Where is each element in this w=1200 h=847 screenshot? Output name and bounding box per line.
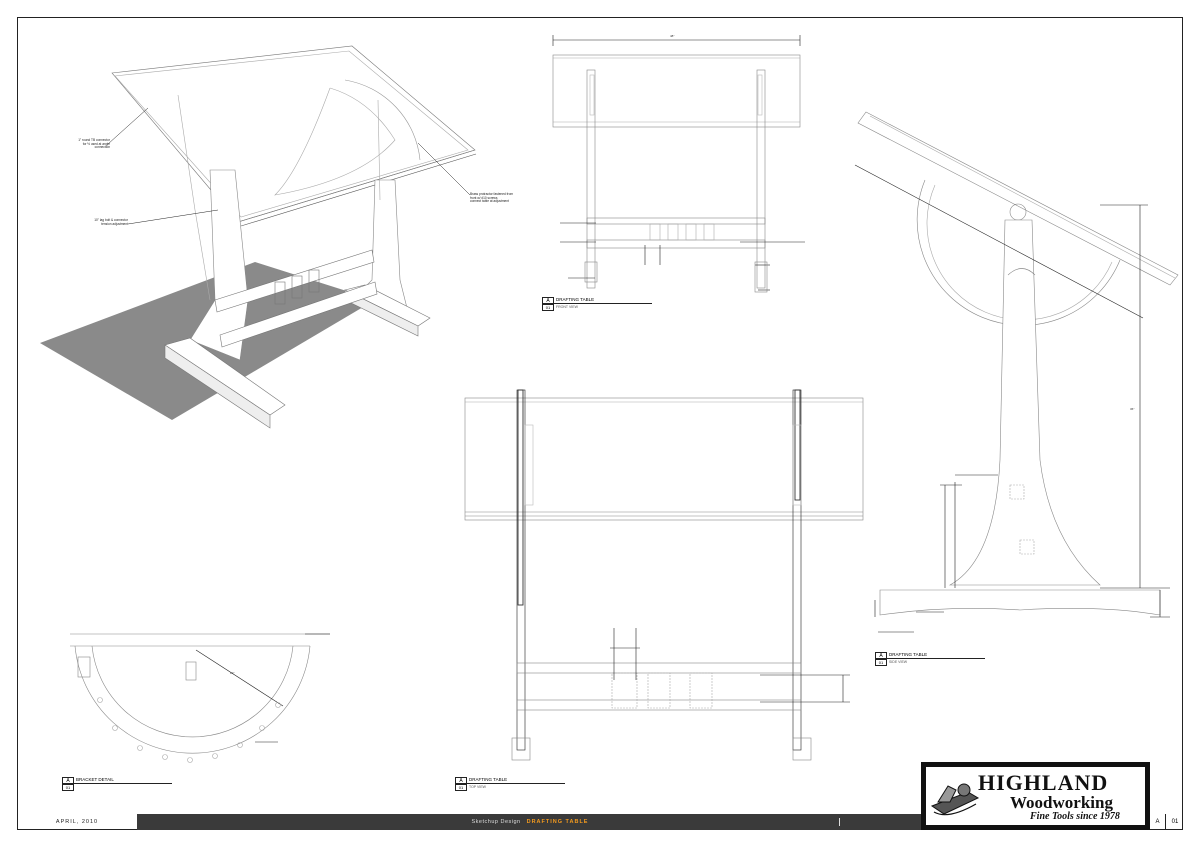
view-scale: FRONT VIEW: [556, 305, 578, 309]
annotation-lag-bolt: 10" lag bolt & connector tension adjustm…: [94, 218, 128, 226]
svg-text:48": 48": [670, 34, 674, 38]
svg-text:10": 10": [230, 671, 234, 675]
view-label-bracket: A 01 BRACKET DETAIL: [62, 777, 174, 791]
annotation-connector: 1" round TB connector for ½ used at angl…: [78, 138, 110, 150]
annotation-protractor: Brass protractor fastened from front w/ …: [470, 192, 514, 204]
project-prefix: Sketchup Design: [471, 819, 521, 825]
side-view: [854, 111, 1179, 633]
view-label-top: A 01 DRAFTING TABLE TOP VIEW: [455, 777, 567, 791]
view-title: BRACKET DETAIL: [76, 777, 114, 782]
view-title: DRAFTING TABLE: [556, 297, 595, 302]
logo-line2: Woodworking: [1010, 793, 1113, 812]
svg-text:36": 36": [1130, 407, 1134, 411]
title-block: APRIL, 2010 Sketchup Design DRAFTING TABL…: [17, 814, 1183, 830]
revision-cell: A: [1148, 814, 1166, 830]
project-name: DRAFTING TABLE: [526, 819, 589, 825]
highland-woodworking-logo: HIGHLAND Woodworking Fine Tools since 19…: [921, 762, 1150, 830]
front-view: [552, 35, 805, 293]
view-title: DRAFTING TABLE: [469, 777, 508, 782]
view-underline: [74, 783, 172, 784]
view-underline: [467, 783, 565, 784]
view-sheet-ref: 01: [62, 784, 74, 791]
view-underline: [887, 658, 985, 659]
top-view: [464, 389, 864, 761]
project-bar: Sketchup Design DRAFTING TABLE: [137, 814, 923, 830]
logo-tagline: Fine Tools since 1978: [1030, 811, 1120, 822]
view-number: A: [455, 777, 467, 784]
view-scale: TOP VIEW: [469, 785, 486, 789]
logo-line1: HIGHLAND: [978, 770, 1109, 795]
hand-plane-icon: [930, 783, 980, 816]
view-underline: [554, 303, 652, 304]
view-sheet-ref: 01: [455, 784, 467, 791]
project-title: Sketchup Design DRAFTING TABLE: [137, 814, 923, 830]
sheet-number-cell: 01: [1165, 814, 1184, 830]
view-title: DRAFTING TABLE: [889, 652, 928, 657]
logo-panel: HIGHLAND Woodworking Fine Tools since 19…: [926, 767, 1145, 825]
view-number: A: [62, 777, 74, 784]
view-label-side: A 01 DRAFTING TABLE SIDE VIEW: [875, 652, 987, 666]
view-scale: SIDE VIEW: [889, 660, 908, 664]
isometric-view: [40, 45, 477, 429]
view-sheet-ref: 01: [542, 304, 554, 311]
view-number: A: [542, 297, 554, 304]
view-label-front: A 01 DRAFTING TABLE FRONT VIEW: [542, 297, 654, 311]
view-sheet-ref: 01: [875, 659, 887, 666]
view-number: A: [875, 652, 887, 659]
drawing-date: APRIL, 2010: [17, 814, 138, 830]
bar-divider: [839, 818, 840, 826]
bracket-detail: [70, 633, 330, 763]
